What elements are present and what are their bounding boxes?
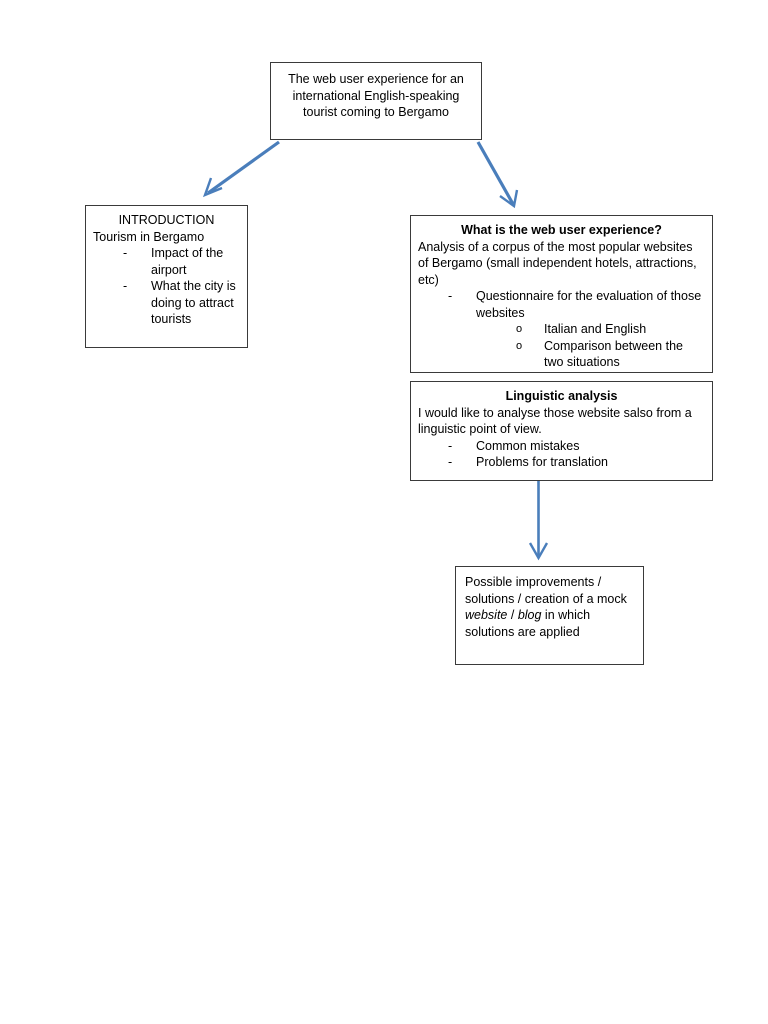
node-title-inner: The web user experience for an internati… bbox=[271, 63, 481, 126]
node-web-user-experience-inner: What is the web user experience? Analysi… bbox=[411, 216, 712, 376]
web-user-experience-subbullet-0: Italian and English bbox=[544, 322, 647, 336]
list-item: - What the city is doing to attract tour… bbox=[123, 278, 240, 328]
node-improvements[interactable]: Possible improvements / solutions / crea… bbox=[455, 566, 644, 665]
list-item: o Italian and English bbox=[516, 321, 705, 338]
list-item: - Common mistakes bbox=[448, 438, 705, 455]
connector-title-to-introduction bbox=[202, 140, 280, 198]
dash-bullet-icon: - bbox=[448, 438, 453, 453]
introduction-heading: INTRODUCTION bbox=[118, 213, 215, 227]
node-improvements-inner: Possible improvements / solutions / crea… bbox=[456, 567, 643, 645]
node-linguistic-analysis-inner: Linguistic analysis I would like to anal… bbox=[411, 382, 712, 476]
connector-linguistic-to-improvements bbox=[528, 481, 549, 561]
dash-bullet-icon: - bbox=[123, 246, 128, 260]
list-item: o Comparison between the two situations bbox=[516, 338, 705, 371]
node-title-text: The web user experience for an internati… bbox=[288, 72, 464, 119]
improvements-text-part3: in which solutions are applied bbox=[465, 608, 591, 639]
introduction-subheading: Tourism in Bergamo bbox=[93, 229, 205, 244]
web-user-experience-bullet-list: - Questionnaire for the evaluation of th… bbox=[418, 288, 705, 371]
linguistic-analysis-bullet-1: Problems for translation bbox=[476, 455, 609, 469]
web-user-experience-body: Analysis of a corpus of the most popular… bbox=[418, 239, 697, 287]
node-introduction-inner: INTRODUCTION Tourism in Bergamo - Impact… bbox=[86, 206, 247, 333]
node-introduction[interactable]: INTRODUCTION Tourism in Bergamo - Impact… bbox=[85, 205, 248, 348]
connector-title-to-web-user-experience bbox=[476, 141, 519, 209]
linguistic-analysis-heading: Linguistic analysis bbox=[505, 389, 618, 403]
improvements-text-italic1: website bbox=[465, 608, 508, 622]
node-web-user-experience[interactable]: What is the web user experience? Analysi… bbox=[410, 215, 713, 373]
improvements-text: Possible improvements / solutions / crea… bbox=[465, 574, 636, 640]
node-linguistic-analysis[interactable]: Linguistic analysis I would like to anal… bbox=[410, 381, 713, 481]
circle-bullet-icon: o bbox=[516, 323, 523, 335]
introduction-bullet-1: What the city is doing to attract touris… bbox=[151, 279, 236, 326]
circle-bullet-icon: o bbox=[516, 339, 523, 352]
list-item: - Impact of the airport bbox=[123, 245, 240, 278]
dash-bullet-icon: - bbox=[448, 455, 453, 469]
list-item: - Questionnaire for the evaluation of th… bbox=[448, 288, 705, 371]
improvements-text-part1: Possible improvements / solutions / crea… bbox=[465, 575, 627, 606]
improvements-text-italic2: blog bbox=[517, 608, 542, 622]
node-title[interactable]: The web user experience for an internati… bbox=[270, 62, 482, 140]
web-user-experience-bullet-0: Questionnaire for the evaluation of thos… bbox=[476, 289, 702, 320]
linguistic-analysis-bullet-list: - Common mistakes - Problems for transla… bbox=[418, 438, 705, 471]
web-user-experience-subbullet-1: Comparison between the two situations bbox=[544, 338, 683, 370]
list-item: - Problems for translation bbox=[448, 454, 705, 471]
linguistic-analysis-body: I would like to analyse those website sa… bbox=[418, 405, 692, 437]
dash-bullet-icon: - bbox=[123, 279, 128, 293]
introduction-bullet-0: Impact of the airport bbox=[151, 246, 224, 277]
linguistic-analysis-bullet-0: Common mistakes bbox=[476, 438, 580, 453]
introduction-bullet-list: - Impact of the airport - What the city … bbox=[93, 245, 240, 328]
web-user-experience-subbullet-list: o Italian and English o Comparison betwe… bbox=[476, 321, 705, 371]
web-user-experience-heading: What is the web user experience? bbox=[461, 223, 662, 237]
improvements-text-part2: / bbox=[507, 608, 518, 622]
dash-bullet-icon: - bbox=[448, 289, 453, 303]
